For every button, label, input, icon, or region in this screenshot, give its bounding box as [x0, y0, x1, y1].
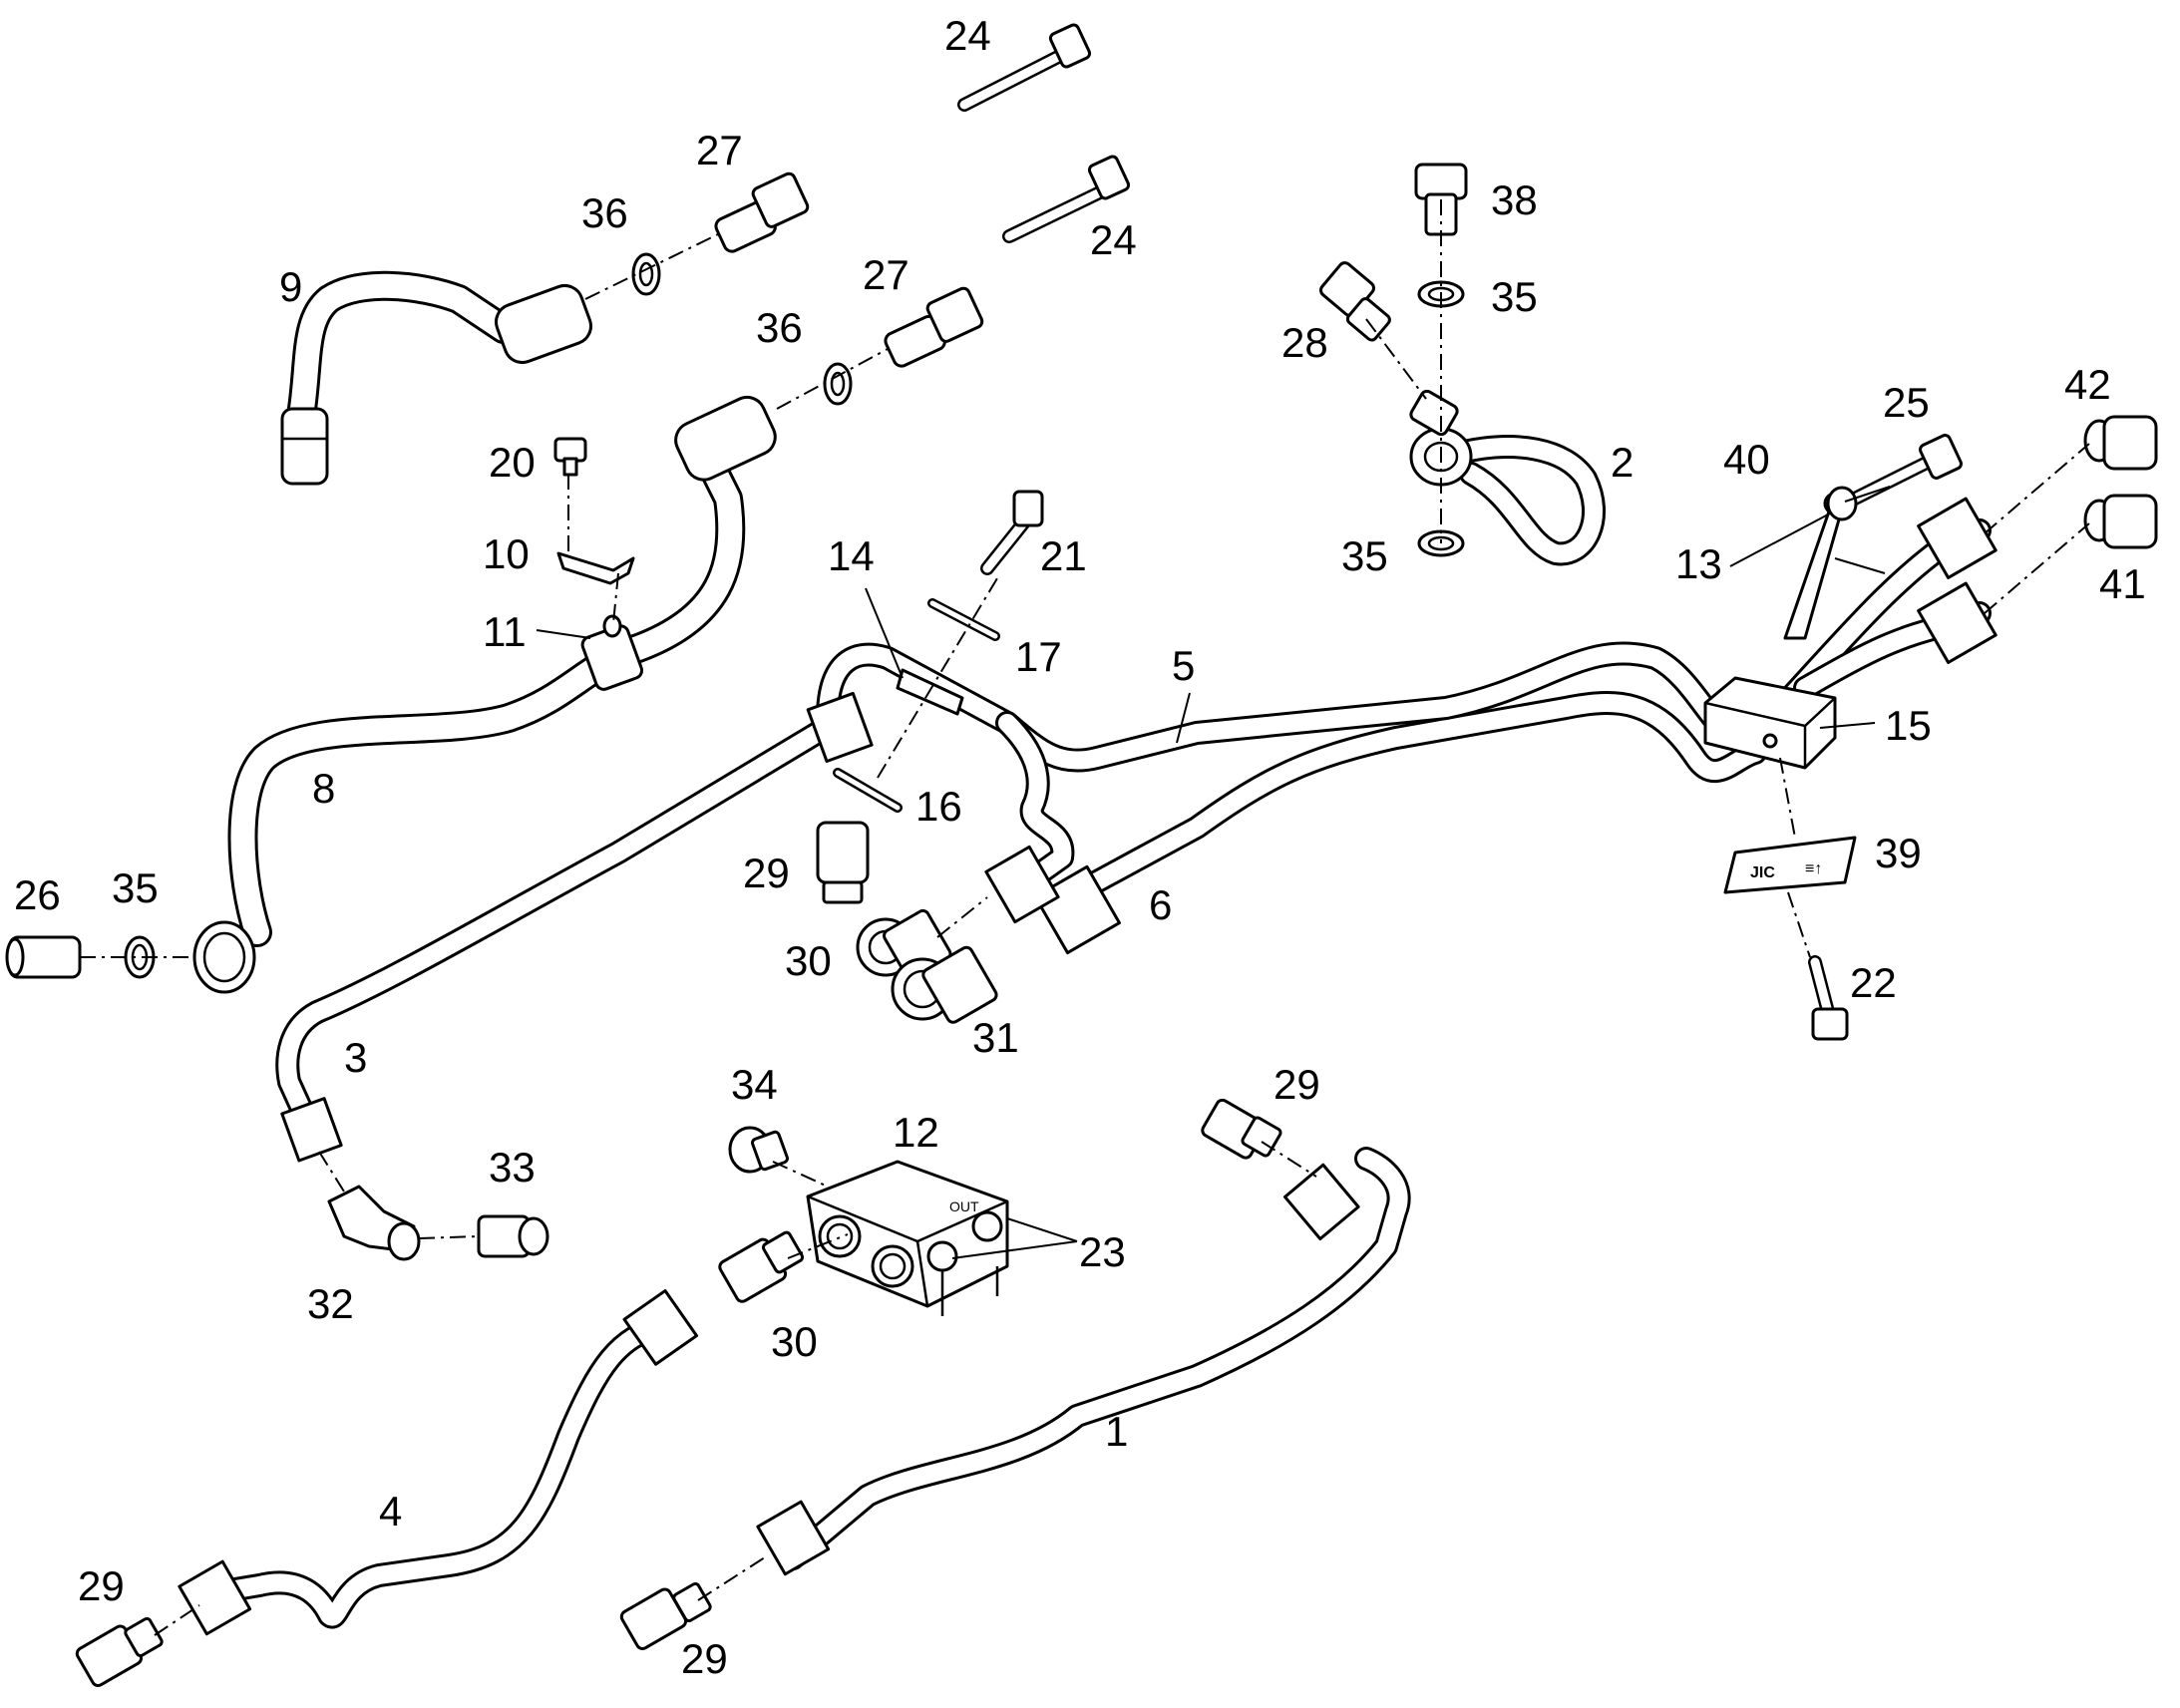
callout-35-upper-right: 35: [1491, 273, 1538, 320]
pin-17: [927, 598, 1000, 641]
elbow-fitting-32: [327, 1185, 421, 1261]
callout-2: 2: [1611, 439, 1634, 486]
callout-33: 33: [489, 1144, 536, 1191]
leader-lines: [536, 486, 1891, 1259]
callout-1: 1: [1105, 1408, 1128, 1455]
callout-41: 41: [2099, 560, 2146, 607]
hose-end-9-swivel: [280, 407, 329, 486]
callout-35-lower-right: 35: [1341, 532, 1388, 579]
bolt-22: [1808, 955, 1849, 1041]
callout-34: 34: [731, 1061, 778, 1108]
bolt-25: [1848, 434, 1963, 506]
hose-8: [227, 444, 746, 947]
callout-17: 17: [1015, 633, 1062, 680]
callout-8: 8: [312, 765, 335, 812]
callout-21: 21: [1040, 532, 1087, 579]
callout-14: 14: [828, 532, 875, 579]
callout-32: 32: [307, 1280, 354, 1327]
adapter-fitting-26: [5, 935, 82, 979]
valve-outlet-mark: OUT: [949, 1198, 979, 1214]
callout-30-bottom: 30: [771, 1318, 818, 1365]
straight-adapter-29-center: [816, 821, 870, 904]
callout-16: 16: [915, 783, 962, 830]
bolt-24-upper: [957, 23, 1092, 112]
straight-adapter-29-top: [1201, 1098, 1282, 1160]
callout-26: 26: [14, 871, 61, 918]
bolt-21: [980, 490, 1044, 575]
callout-10: 10: [483, 530, 530, 577]
callout-35-left: 35: [112, 864, 159, 911]
callout-29-top-right: 29: [1273, 1061, 1320, 1108]
assembly-centerlines: [80, 199, 2090, 1636]
callout-3: 3: [344, 1034, 367, 1081]
id-plate-39-mark-1: JIC: [1750, 864, 1775, 881]
callout-36-lower: 36: [756, 304, 803, 351]
tube-3: [275, 716, 838, 1127]
callout-39: 39: [1875, 830, 1922, 876]
adapter-fitting-33: [477, 1214, 549, 1258]
hose-9: [287, 270, 519, 424]
tube-5: [816, 641, 1747, 894]
callout-11: 11: [483, 608, 527, 655]
callout-labels: 1 2 3 4 5 6 8 9 10 11 12 13 14 15 16 17 …: [14, 12, 2146, 1682]
callout-29-center: 29: [743, 850, 790, 896]
washer-40: [1826, 486, 1858, 521]
callout-15: 15: [1885, 702, 1932, 749]
pin-16: [833, 768, 903, 813]
callout-22: 22: [1850, 959, 1897, 1006]
straight-adapter-30-bottom: [718, 1230, 805, 1303]
bolt-20: [553, 437, 587, 477]
callout-6: 6: [1149, 881, 1172, 928]
callout-31: 31: [972, 1014, 1019, 1061]
callout-23: 23: [1079, 1228, 1126, 1275]
valve-block-12: OUT: [806, 1160, 1009, 1316]
callout-36-upper: 36: [581, 189, 628, 236]
tube-nuts: [178, 497, 1998, 1636]
sealing-washer-36-upper: [631, 252, 661, 296]
callout-25: 25: [1883, 379, 1930, 426]
callout-38: 38: [1491, 176, 1538, 223]
hose-end-8-elbow: [674, 395, 777, 482]
callout-29-bottom-left: 29: [78, 1562, 125, 1609]
callout-30-center: 30: [785, 937, 832, 984]
tube-1: [781, 1147, 1411, 1570]
callout-9: 9: [279, 263, 302, 310]
callout-12: 12: [893, 1109, 939, 1156]
callout-5: 5: [1172, 642, 1195, 689]
callout-13: 13: [1675, 540, 1722, 587]
id-plate-39-mark-2: ≡↑: [1805, 860, 1822, 877]
callout-40: 40: [1723, 436, 1770, 483]
clamp-11: [580, 614, 644, 691]
callout-24-lower: 24: [1090, 216, 1137, 263]
adapter-fitting-41: [2083, 494, 2158, 549]
callout-29-bottom-center: 29: [681, 1635, 728, 1682]
callout-20: 20: [489, 439, 536, 486]
callout-4: 4: [379, 1488, 402, 1535]
tube-6: [1065, 691, 1767, 904]
callout-42: 42: [2064, 361, 2111, 408]
tube-4: [217, 1314, 675, 1629]
straight-adapter-31: [891, 945, 998, 1024]
callout-28: 28: [1281, 319, 1328, 366]
adapter-fitting-28: [1319, 261, 1391, 342]
hose-end-9-elbow: [495, 283, 592, 365]
callout-27-upper: 27: [696, 127, 743, 173]
bracket-10: [556, 551, 635, 585]
hose-end-8-left: [192, 920, 256, 994]
callout-24-upper: 24: [944, 12, 991, 59]
id-plate-39: JIC ≡↑: [1723, 836, 1857, 894]
callout-27-lower: 27: [863, 251, 909, 298]
adapter-fitting-27-upper: [714, 171, 810, 253]
straight-adapter-29-bottom-left: [75, 1616, 164, 1687]
plug-fitting-34: [728, 1126, 790, 1174]
sealing-washer-36-lower: [823, 362, 853, 406]
adapter-fitting-42: [2083, 415, 2158, 471]
adapter-fitting-27-lower: [884, 286, 984, 368]
mounting-block-15: [1703, 676, 1837, 770]
banjo-fitting: [1409, 389, 1473, 487]
bolt-24-lower: [1002, 155, 1131, 243]
tube-2: [1444, 435, 1607, 566]
